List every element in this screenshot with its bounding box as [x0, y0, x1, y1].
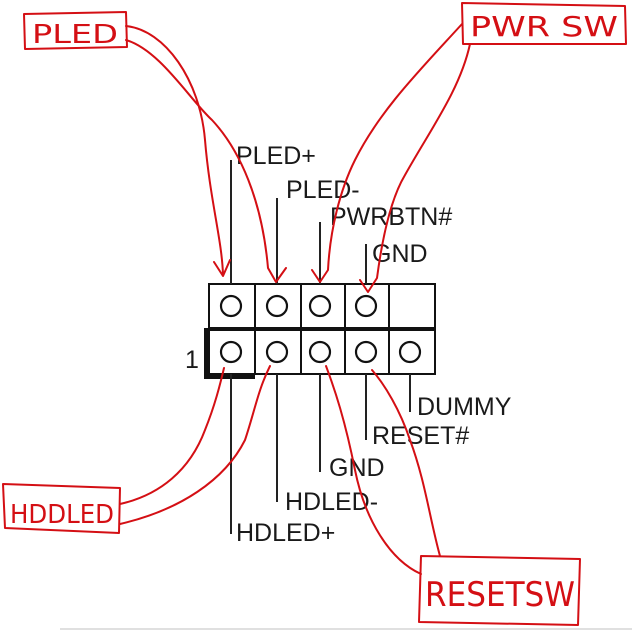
pin-pled-minus: [265, 294, 289, 318]
label-hdled-minus: HDLED-: [285, 488, 378, 516]
annotation-pled-wire: [125, 25, 287, 283]
pin-1-marker-bracket: [204, 328, 255, 379]
annotation-pwr-sw-wire: [311, 23, 471, 293]
pin-hdled-minus: [265, 340, 289, 364]
annotation-hdd-led-box: [2, 483, 121, 534]
annotation-hdd-led: HDDLED: [2, 365, 271, 534]
pin-header: [204, 283, 436, 379]
pin-gnd-bottom: [308, 340, 332, 364]
label-pled-plus: PLED+: [236, 142, 316, 170]
annotation-pled-box: [23, 11, 128, 50]
annotation-pwr-sw-label: PWR SW: [470, 10, 618, 43]
annotation-reset-sw-label: RESETSW: [425, 575, 575, 615]
leader-lines: [230, 160, 411, 534]
annotation-reset-sw-wire: [325, 365, 441, 575]
label-dummy: DUMMY: [417, 393, 512, 421]
pin-pwrbtn: [308, 294, 332, 318]
label-reset: RESET#: [372, 422, 469, 450]
missing-pin-cell: [388, 283, 436, 329]
annotation-pled-label: PLED: [32, 20, 118, 50]
annotation-hdd-led-wire: [119, 365, 271, 525]
pin-pled-plus: [219, 294, 243, 318]
pin-1-marker: 1: [185, 346, 199, 374]
pin-gnd-top: [354, 294, 378, 318]
annotation-hdd-led-label: HDDLED: [10, 500, 114, 530]
label-hdled-plus: HDLED+: [236, 519, 335, 547]
annotation-pwr-sw: PWR SW: [311, 2, 627, 293]
pin-dummy: [398, 340, 422, 364]
header-cell: [208, 283, 256, 329]
annotation-pled: PLED: [23, 11, 287, 283]
pin-reset: [354, 340, 378, 364]
header-cell: [344, 329, 390, 375]
annotation-reset-sw: RESETSW: [325, 365, 581, 626]
label-pled-minus: PLED-: [286, 176, 360, 204]
annotation-pwr-sw-box: [461, 2, 627, 45]
pin-hdled-plus: [219, 340, 243, 364]
annotation-reset-sw-box: [418, 555, 581, 626]
